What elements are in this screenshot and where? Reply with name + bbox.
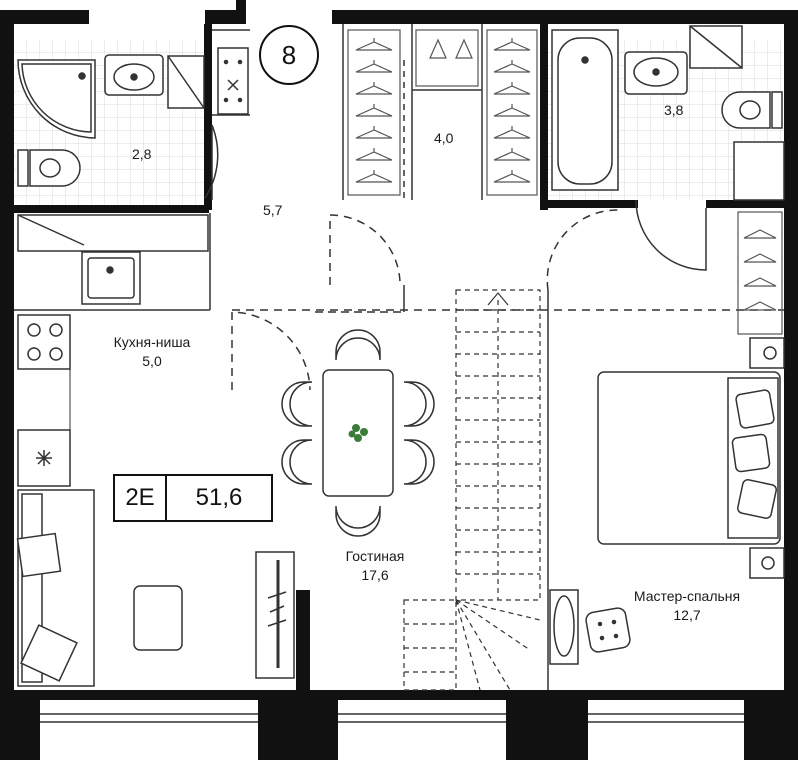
room-master-area: 12,7: [673, 607, 701, 623]
room-living-area: 17,6: [361, 567, 389, 583]
room-kitchen-name: Кухня-ниша: [113, 334, 191, 350]
room-bathroom-2-area: 3,8: [664, 102, 684, 118]
plant-icon: [348, 424, 368, 442]
room-master: Мастер-спальня 12,7: [612, 588, 762, 623]
room-kitchen-area: 5,0: [142, 353, 162, 369]
sofa: [16, 489, 183, 687]
bed: [549, 337, 785, 665]
apartment-number-badge: 8: [259, 25, 319, 85]
room-master-name: Мастер-спальня: [633, 588, 741, 604]
wardrobe-hangers: [347, 29, 783, 335]
kitchen-fixtures: [17, 214, 209, 487]
apartment-number: 8: [281, 39, 297, 70]
partitions: [14, 24, 784, 690]
dining-table: [281, 329, 435, 537]
room-living: Гостиная 17,6: [330, 548, 420, 583]
tv-stand: [255, 551, 295, 679]
apartment-type-code: 2E: [115, 476, 167, 520]
bathroom-1-fixtures: [17, 54, 205, 187]
doors: [204, 124, 707, 391]
room-bathroom-1-area: 2,8: [132, 146, 152, 162]
apartment-info-badge: 2E 51,6: [113, 474, 273, 522]
room-living-name: Гостиная: [345, 548, 405, 564]
room-hallway-area: 5,7: [263, 202, 283, 218]
windows: [40, 713, 744, 723]
room-kitchen: Кухня-ниша 5,0: [96, 334, 208, 369]
staircase: [403, 289, 541, 691]
room-wardrobe-area: 4,0: [434, 130, 454, 146]
hallway-cabinet: [217, 47, 249, 115]
bathroom-2-fixtures: [551, 25, 785, 201]
apartment-total-area: 51,6: [195, 484, 243, 511]
